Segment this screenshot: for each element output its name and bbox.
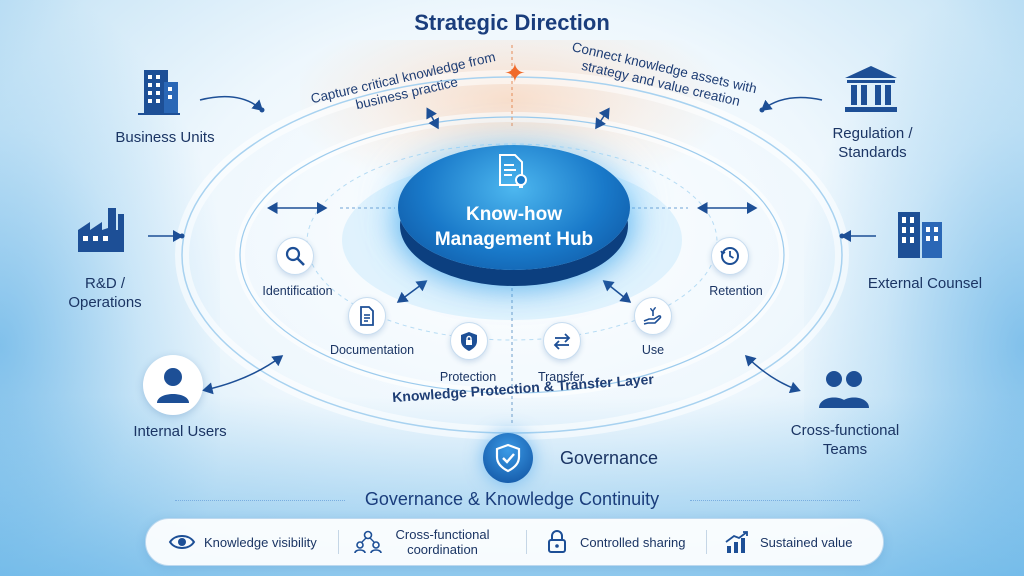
padlock-icon (548, 530, 566, 553)
retention-node[interactable] (711, 237, 749, 275)
bar-separator (338, 530, 339, 554)
continuity-heading: Governance & Knowledge Continuity (364, 489, 660, 509)
people-network-icon (354, 530, 382, 554)
document-bulb-icon (499, 154, 527, 188)
exchange-arrows-icon (553, 333, 571, 350)
governance-label: Governance (560, 448, 659, 468)
governance-badge[interactable] (483, 433, 533, 483)
bar-separator (526, 530, 527, 554)
growth-chart-icon (725, 531, 748, 553)
hub-title-line1: Know-how (465, 204, 563, 225)
shield-check-icon (495, 443, 521, 473)
bar-separator (706, 530, 707, 554)
benefit-knowledge-visibility[interactable]: Knowledge visibility (168, 519, 317, 565)
stakeholder-regulation-line1[interactable]: Regulation / (832, 125, 913, 142)
lifecycle-label-transfer: Transfer (537, 370, 585, 384)
hub-title-line2: Management Hub (434, 229, 594, 250)
benefit-sustained-value[interactable]: Sustained value (724, 519, 853, 565)
continuity-divider-left (175, 500, 345, 501)
lifecycle-label-retention: Retention (709, 284, 763, 298)
benefit-label: Sustained value (760, 534, 853, 550)
protection-node[interactable] (450, 322, 488, 360)
stakeholder-business-units[interactable]: Business Units (115, 129, 215, 146)
user-icon (157, 368, 189, 403)
shield-lock-icon (461, 332, 477, 351)
benefit-cross-functional-coordination[interactable]: Cross-functional coordination (354, 519, 495, 565)
identification-node[interactable] (276, 237, 314, 275)
clock-icon (720, 247, 739, 265)
benefit-label: Controlled sharing (580, 534, 686, 550)
benefits-bar: Knowledge visibility Cross-functional co… (145, 518, 884, 566)
institution-icon (845, 66, 897, 112)
city-buildings-icon (898, 212, 942, 258)
use-node[interactable] (634, 297, 672, 335)
benefit-label: Cross-functional coordination (395, 527, 490, 557)
stakeholder-regulation-line2[interactable]: Standards (838, 144, 907, 161)
magnifier-icon (285, 246, 305, 266)
page-title: Strategic Direction (414, 10, 610, 35)
strategy-star-icon: ✦ (504, 58, 526, 88)
lifecycle-label-use: Use (641, 343, 665, 357)
team-icon (819, 371, 869, 408)
benefit-controlled-sharing[interactable]: Controlled sharing (546, 519, 686, 565)
documentation-node[interactable] (348, 297, 386, 335)
lifecycle-label-protection: Protection (439, 370, 497, 384)
stakeholder-external-counsel[interactable]: External Counsel (867, 275, 983, 292)
lifecycle-label-identification: Identification (262, 284, 333, 298)
lifecycle-label-documentation: Documentation (329, 343, 415, 357)
stakeholder-cross-functional-line2[interactable]: Teams (822, 441, 868, 458)
stakeholder-rnd-line1[interactable]: R&D / (84, 275, 125, 292)
office-building-icon (138, 70, 180, 115)
transfer-node[interactable] (543, 322, 581, 360)
document-icon (360, 306, 374, 326)
benefit-label: Knowledge visibility (204, 534, 317, 550)
hand-sprout-icon (643, 307, 662, 325)
stakeholder-internal-users[interactable]: Internal Users (133, 423, 227, 440)
stakeholder-rnd-line2[interactable]: Operations (68, 294, 142, 311)
internal-users-avatar (143, 355, 203, 415)
continuity-divider-right (690, 500, 860, 501)
factory-icon (78, 208, 124, 252)
stakeholder-cross-functional-line1[interactable]: Cross-functional (790, 422, 900, 439)
eye-icon (168, 535, 196, 549)
